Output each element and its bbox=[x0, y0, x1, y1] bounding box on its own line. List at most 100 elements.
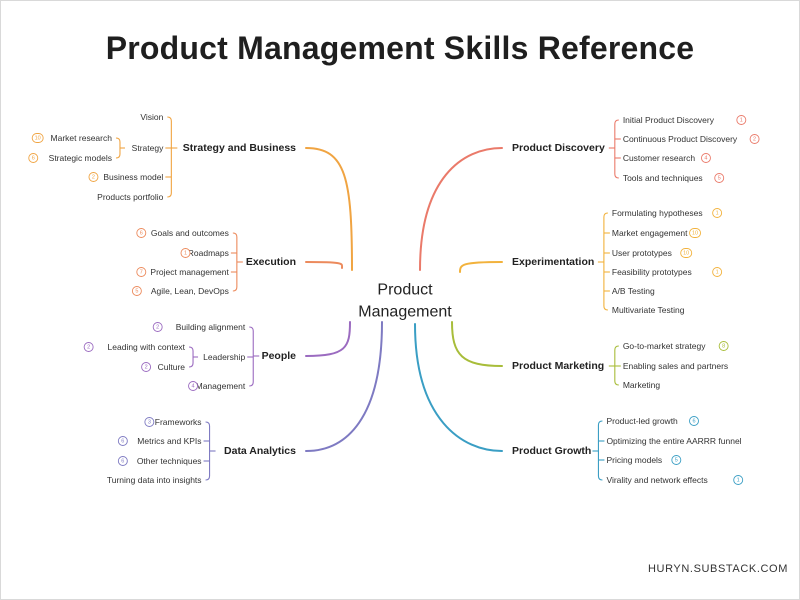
count-badge: 1 bbox=[712, 208, 723, 218]
branch-connector bbox=[451, 321, 503, 367]
count-badge: 4 bbox=[701, 153, 711, 163]
topic-market-engagement: Market engagement bbox=[612, 228, 688, 238]
page-title: Product Management Skills Reference bbox=[105, 30, 695, 66]
topic-optimizing-the-entire-aarrr-funnel: Optimizing the entire AARRR funnel bbox=[606, 436, 741, 446]
svg-text:2: 2 bbox=[156, 324, 159, 330]
svg-text:10: 10 bbox=[692, 230, 698, 236]
topic-marketing: Marketing bbox=[623, 380, 661, 390]
count-badge: 6 bbox=[28, 153, 39, 163]
count-badge: 10 bbox=[31, 133, 44, 143]
branch-connector bbox=[459, 261, 503, 273]
central-topic-line: Product bbox=[377, 282, 433, 299]
svg-text:4: 4 bbox=[704, 155, 707, 161]
topic-virality-and-network-effects: Virality and network effects bbox=[606, 475, 707, 485]
subtopic-leading-with-context: Leading with context bbox=[108, 342, 186, 352]
count-badge: 4 bbox=[188, 381, 198, 391]
branch-connector bbox=[414, 323, 503, 452]
svg-text:6: 6 bbox=[32, 155, 35, 161]
count-badge: 6 bbox=[117, 456, 128, 466]
branch-connector bbox=[419, 147, 503, 271]
branch-connector bbox=[305, 147, 353, 271]
topic-metrics-and-kpis: Metrics and KPIs bbox=[137, 436, 201, 446]
topic-turning-data-into-insights: Turning data into insights bbox=[107, 475, 202, 485]
topic-roadmaps: Roadmaps bbox=[188, 248, 229, 258]
topic-building-alignment: Building alignment bbox=[176, 322, 246, 332]
topic-frameworks: Frameworks bbox=[155, 417, 202, 427]
branch-connector bbox=[305, 261, 344, 269]
branch-people-label: People bbox=[262, 350, 297, 362]
topic-project-management: Project management bbox=[150, 267, 229, 277]
branch-marketing-label: Product Marketing bbox=[512, 360, 604, 372]
branch-experimentation-label: Experimentation bbox=[512, 256, 594, 268]
svg-text:10: 10 bbox=[35, 135, 41, 141]
svg-text:2: 2 bbox=[753, 136, 756, 142]
topic-goals-and-outcomes: Goals and outcomes bbox=[151, 228, 229, 238]
topic-management: Management bbox=[196, 381, 246, 391]
topic-products-portfolio: Products portfolio bbox=[97, 192, 163, 202]
count-badge: 1 bbox=[733, 475, 744, 485]
count-badge: 6 bbox=[117, 436, 128, 446]
topic-pricing-models: Pricing models bbox=[606, 455, 662, 465]
topic-strategy: Strategy bbox=[132, 143, 164, 153]
central-topic-line: Management bbox=[358, 304, 452, 321]
svg-text:1: 1 bbox=[716, 269, 719, 275]
topic-leadership: Leadership bbox=[203, 352, 245, 362]
count-badge: 6 bbox=[689, 416, 699, 426]
topic-initial-product-discovery: Initial Product Discovery bbox=[623, 115, 715, 125]
svg-text:2: 2 bbox=[145, 364, 148, 370]
count-badge: 2 bbox=[141, 362, 152, 372]
subtopic-culture: Culture bbox=[158, 362, 186, 372]
branch-connector bbox=[305, 321, 383, 452]
topic-multivariate-testing: Multivariate Testing bbox=[612, 305, 685, 315]
count-badge: 1 bbox=[712, 267, 723, 277]
topic-product-led-growth: Product-led growth bbox=[606, 416, 678, 426]
topic-formulating-hypotheses: Formulating hypotheses bbox=[612, 208, 703, 218]
footer-credit: HURYN.SUBSTACK.COM bbox=[648, 563, 788, 575]
svg-text:5: 5 bbox=[135, 288, 138, 294]
count-badge: 7 bbox=[136, 267, 147, 277]
branch-connector bbox=[305, 321, 351, 357]
svg-text:7: 7 bbox=[140, 269, 143, 275]
svg-text:6: 6 bbox=[121, 458, 124, 464]
topic-agile-lean-devops: Agile, Lean, DevOps bbox=[151, 286, 229, 296]
svg-text:8: 8 bbox=[722, 343, 725, 349]
subtopic-strategic-models: Strategic models bbox=[49, 153, 112, 163]
topic-enabling-sales-and-partners: Enabling sales and partners bbox=[623, 361, 728, 371]
svg-text:6: 6 bbox=[121, 438, 124, 444]
subtopic-market-research: Market research bbox=[51, 133, 113, 143]
count-badge: 10 bbox=[680, 248, 693, 258]
count-badge: 1 bbox=[736, 115, 747, 125]
svg-text:3: 3 bbox=[148, 419, 151, 425]
branch-discovery-label: Product Discovery bbox=[512, 142, 605, 154]
count-badge: 3 bbox=[144, 417, 155, 427]
topic-a-b-testing: A/B Testing bbox=[612, 286, 655, 296]
branch-strategy-label: Strategy and Business bbox=[183, 142, 296, 154]
svg-text:1: 1 bbox=[184, 250, 187, 256]
svg-text:6: 6 bbox=[140, 230, 143, 236]
svg-text:2: 2 bbox=[92, 174, 95, 180]
count-badge: 6 bbox=[136, 228, 147, 238]
branch-growth-label: Product Growth bbox=[512, 445, 591, 457]
topic-user-prototypes: User prototypes bbox=[612, 248, 672, 258]
svg-text:1: 1 bbox=[716, 210, 719, 216]
count-badge: 8 bbox=[718, 341, 729, 351]
svg-text:6: 6 bbox=[692, 418, 695, 424]
svg-text:5: 5 bbox=[718, 175, 721, 181]
svg-text:1: 1 bbox=[737, 477, 740, 483]
count-badge: 1 bbox=[180, 248, 191, 258]
count-badge: 2 bbox=[749, 134, 760, 144]
topic-go-to-market-strategy: Go-to-market strategy bbox=[623, 341, 706, 351]
branch-execution-label: Execution bbox=[246, 256, 296, 268]
count-badge: 2 bbox=[83, 342, 94, 352]
topic-other-techniques: Other techniques bbox=[137, 456, 202, 466]
svg-text:5: 5 bbox=[675, 457, 678, 463]
count-badge: 5 bbox=[714, 173, 725, 183]
svg-text:4: 4 bbox=[192, 383, 195, 389]
count-badge: 2 bbox=[152, 322, 163, 332]
topic-vision: Vision bbox=[140, 112, 163, 122]
count-badge: 5 bbox=[131, 286, 142, 296]
branch-analytics-label: Data Analytics bbox=[224, 445, 296, 457]
topic-continuous-product-discovery: Continuous Product Discovery bbox=[623, 134, 738, 144]
topic-business-model: Business model bbox=[103, 172, 163, 182]
